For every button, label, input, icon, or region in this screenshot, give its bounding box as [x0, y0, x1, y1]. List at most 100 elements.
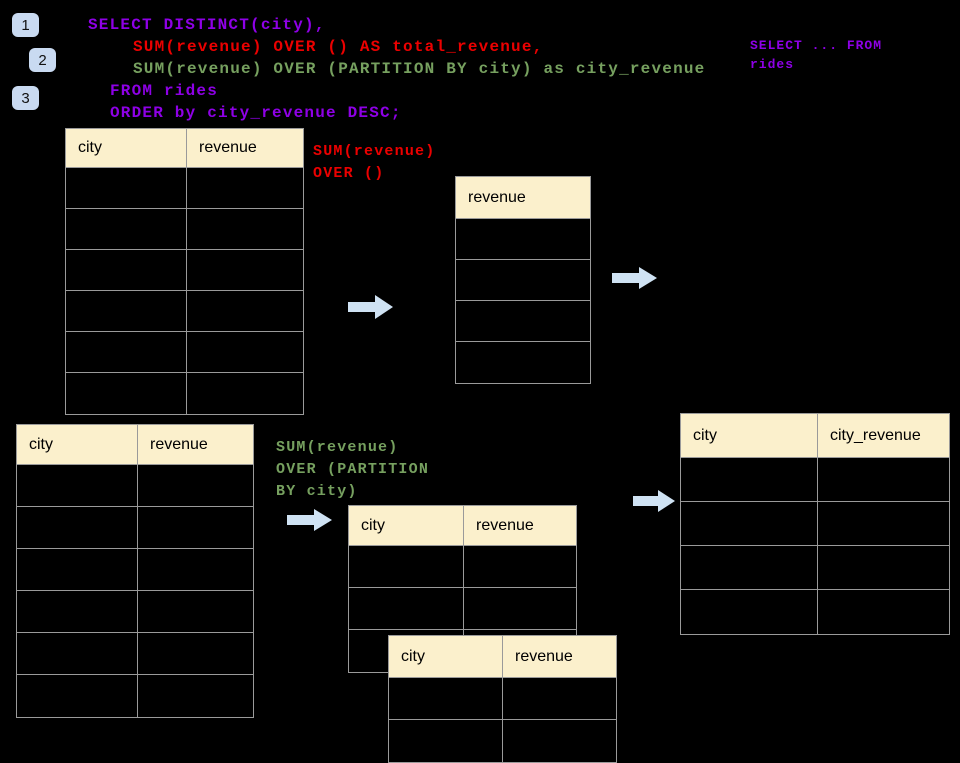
sql-line-city-revenue: SUM(revenue) OVER (PARTITION BY city) as…	[133, 60, 706, 78]
table-cell-empty	[138, 633, 253, 674]
table-cell-empty	[503, 720, 616, 762]
table-row	[66, 209, 303, 250]
table-row	[17, 465, 253, 507]
table-cell-empty	[681, 590, 818, 634]
table-cell-empty	[456, 260, 590, 300]
table-row	[17, 591, 253, 633]
annotation-partition: SUM(revenue) OVER (PARTITION BY city)	[276, 437, 429, 503]
table-cell-empty	[681, 502, 818, 545]
table-cell-empty	[138, 591, 253, 632]
table-cell-empty	[464, 588, 576, 629]
table-cell-empty	[17, 675, 138, 717]
table-cell-empty	[66, 373, 187, 414]
table-cell-empty	[503, 678, 616, 719]
table-cell-empty	[17, 465, 138, 506]
step-badge-3: 3	[12, 86, 39, 110]
column-header-city: city	[17, 425, 138, 464]
table-cell-empty	[187, 332, 303, 372]
table-cell-empty	[456, 342, 590, 383]
table-cell-empty	[818, 590, 949, 634]
table-row	[349, 546, 576, 588]
table-cell-empty	[138, 675, 253, 717]
select-from-note: SELECT ... FROM rides	[750, 38, 883, 72]
table-row	[456, 260, 590, 301]
column-header-city: city	[389, 636, 503, 677]
arrow-right-icon	[287, 509, 332, 531]
table-cell-empty	[456, 219, 590, 259]
annotation-partition-line3: BY city)	[276, 483, 358, 500]
table-cell-empty	[17, 507, 138, 548]
table-row	[681, 590, 949, 634]
column-header-revenue: revenue	[464, 506, 576, 545]
column-header-revenue: revenue	[187, 129, 303, 167]
table-header-row: revenue	[456, 177, 590, 219]
table-row	[66, 291, 303, 332]
sql-line-order-by: ORDER by city_revenue DESC;	[110, 104, 402, 122]
table-row	[66, 168, 303, 209]
table-cell-empty	[349, 588, 464, 629]
table-row	[17, 675, 253, 717]
table-row	[681, 502, 949, 546]
table-cell-empty	[681, 458, 818, 501]
table-cell-empty	[389, 678, 503, 719]
column-header-revenue: revenue	[138, 425, 253, 464]
arrow-right-icon	[633, 490, 675, 512]
table-row	[456, 301, 590, 342]
table-cell-empty	[187, 209, 303, 249]
table-cell-empty	[456, 301, 590, 341]
column-header-city_revenue: city_revenue	[818, 414, 949, 457]
table-row	[17, 633, 253, 675]
table-cell-empty	[187, 291, 303, 331]
table-cell-empty	[17, 549, 138, 590]
sql-line-total-revenue: SUM(revenue) OVER () AS total_revenue,	[133, 38, 544, 56]
step-badge-2: 2	[29, 48, 56, 72]
sql-window-function-diagram: { "badges": [ {"label": "1"}, {"label": …	[12, 13, 950, 763]
arrow-right-icon	[348, 295, 393, 319]
table-cell-empty	[818, 502, 949, 545]
column-header-revenue: revenue	[456, 177, 590, 218]
table-cell-empty	[66, 332, 187, 372]
table-cell-empty	[187, 168, 303, 208]
table-cell-empty	[681, 546, 818, 589]
table-row	[17, 549, 253, 591]
table-cell-empty	[138, 507, 253, 548]
table-cell-empty	[66, 291, 187, 331]
annotation-partition-line2: OVER (PARTITION	[276, 461, 430, 478]
table-row	[456, 219, 590, 260]
table-row	[681, 458, 949, 502]
table-cell-empty	[187, 250, 303, 290]
column-header-city: city	[66, 129, 187, 167]
table-row	[389, 678, 616, 720]
table-row	[349, 588, 576, 630]
table-cell-empty	[17, 633, 138, 674]
annotation-partition-line1: SUM(revenue)	[276, 439, 399, 456]
table-cell-empty	[818, 458, 949, 501]
table-cell-empty	[138, 465, 253, 506]
table-cell-empty	[349, 546, 464, 587]
table-cell-empty	[138, 549, 253, 590]
table-cell-empty	[187, 373, 303, 414]
table-cell-empty	[66, 209, 187, 249]
table-cell-empty	[389, 720, 503, 762]
table-cell-empty	[66, 250, 187, 290]
sql-line-select: SELECT DISTINCT(city),	[88, 16, 326, 34]
table-total-revenue: revenue	[455, 176, 591, 384]
column-header-revenue: revenue	[503, 636, 616, 677]
table-row	[66, 332, 303, 373]
table-row	[456, 342, 590, 383]
table-row	[681, 546, 949, 590]
arrow-right-icon	[612, 267, 657, 289]
column-header-city: city	[681, 414, 818, 457]
column-header-city: city	[349, 506, 464, 545]
table-row	[66, 373, 303, 414]
table-row	[66, 250, 303, 291]
table-row	[17, 507, 253, 549]
